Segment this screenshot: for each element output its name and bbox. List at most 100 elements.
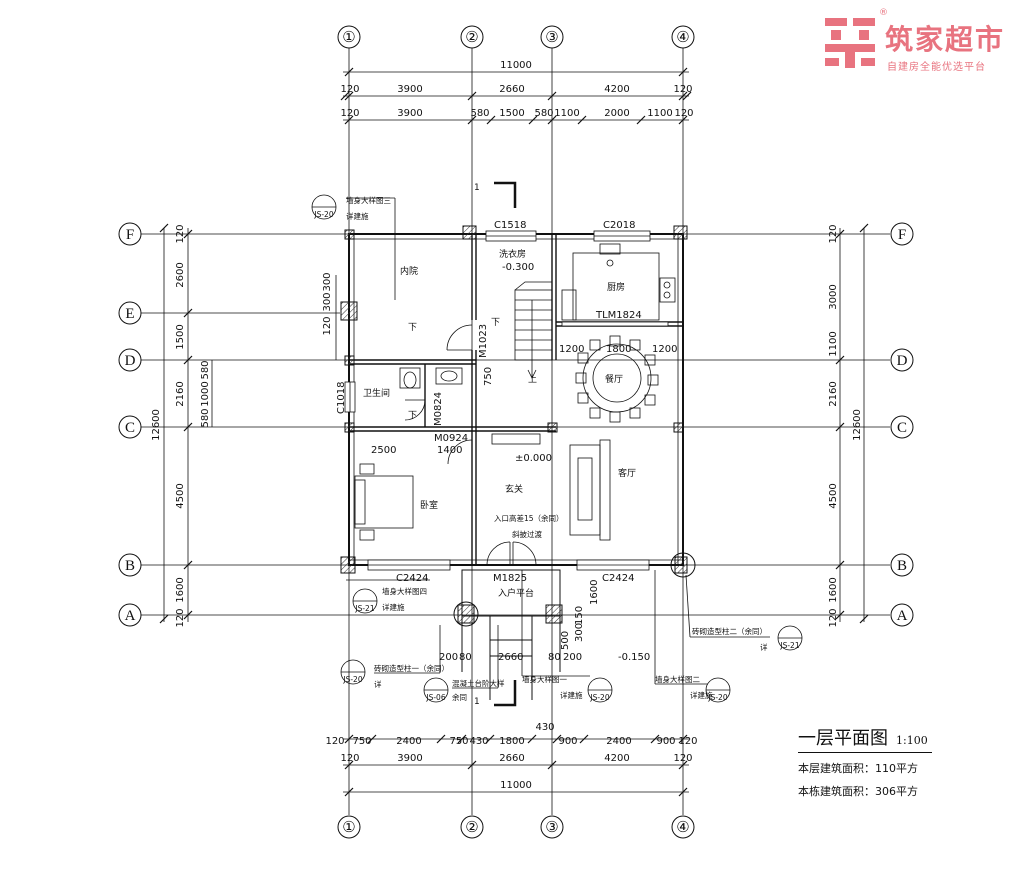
axis-label-D-right: D	[897, 353, 908, 369]
window-c2424-right: C2424	[602, 573, 634, 584]
dim-bot-r2-d: 4200	[604, 753, 629, 764]
window-c2424-left: C2424	[396, 573, 428, 584]
dim-right-b: 3000	[828, 284, 839, 309]
label-down-a: 下	[408, 323, 417, 333]
window-c2018: C2018	[603, 220, 635, 231]
note-wall-detail-2: 墙身大样图二	[655, 674, 700, 684]
dim-dining-b: 1800	[606, 344, 631, 355]
dim-top-r3-b: 3900	[397, 108, 422, 119]
brand-logo: ® 筑家超市 自建房全能优选平台	[823, 8, 1023, 74]
axis-bubble-C-right	[890, 415, 914, 439]
room-entry-platform: 入户平台	[498, 587, 534, 599]
dim-top-r3-e: 580	[534, 108, 553, 119]
room-dining: 餐厅	[605, 373, 623, 385]
dim-right-a: 120	[828, 224, 839, 243]
axis-bubble-3-top	[540, 25, 564, 49]
dim-left-inner-b: 300	[322, 292, 333, 311]
door-m0824: M0824	[433, 392, 444, 426]
brand-mark-icon	[825, 18, 875, 68]
dim-bot-r1-d: 750	[449, 736, 468, 747]
axis-bubble-1-top	[337, 25, 361, 49]
axis-label-3-bottom: ③	[545, 820, 558, 836]
axis-label-A-left: A	[125, 608, 136, 624]
doors	[404, 324, 537, 566]
dim-left-inner-c: 120	[322, 316, 333, 335]
dim-top-overall: 11000	[500, 60, 532, 71]
axis-label-F-right: F	[898, 227, 906, 243]
dim-bot-r1-j: 120	[678, 736, 697, 747]
room-living: 客厅	[618, 467, 636, 479]
level-foyer: ±0.000	[515, 453, 552, 464]
axis-label-2-bottom: ②	[465, 820, 478, 836]
dim-top-r2-c: 2660	[499, 84, 524, 95]
area-total: 本栋建筑面积：306平方	[798, 785, 918, 798]
dim-top-r2-d: 4200	[604, 84, 629, 95]
dim-bot-r2-b: 3900	[397, 753, 422, 764]
dim-left-a: 120	[175, 224, 186, 243]
dining-chairs	[575, 335, 659, 423]
dim-top-r3-f: 1100	[554, 108, 579, 119]
dim-dining-a: 1200	[559, 344, 584, 355]
brand-name: 筑家超市	[885, 23, 1006, 56]
dim-bot-r2-a: 120	[340, 753, 359, 764]
label-down-c: 下	[491, 318, 500, 328]
section-label-top: 1	[474, 183, 480, 193]
area-this-floor: 本层建筑面积：110平方	[798, 762, 918, 775]
dim-top-r3-i: 120	[674, 108, 693, 119]
door-m0924: M0924	[434, 433, 468, 444]
dim-right-c: 1100	[828, 331, 839, 356]
dim-left-inner-e: 1000	[200, 381, 211, 406]
label-down-b: 下	[408, 411, 417, 421]
dim-bot-r1-g: 900	[558, 736, 577, 747]
axis-label-D-left: D	[125, 353, 136, 369]
axis-bubble-A-left	[118, 603, 142, 627]
dim-top-r3-d: 1500	[499, 108, 524, 119]
furniture	[354, 243, 676, 541]
axis-label-C-left: C	[125, 420, 135, 436]
dim-platform-f: 1600	[589, 580, 600, 605]
dim-right-g: 120	[828, 608, 839, 627]
stair	[514, 281, 553, 379]
door-tlm1824: TLM1824	[595, 310, 642, 321]
note-yutong: 余同	[452, 692, 467, 702]
axis-bubble-D-right	[890, 348, 914, 372]
callout-js20-d: JS-20	[707, 693, 727, 702]
dim-platform-i: 500	[560, 631, 571, 650]
dim-bot-r1-b: 750	[352, 736, 371, 747]
dim-bot-r1-e: 430	[469, 736, 488, 747]
dim-bot-r1-f: 1800	[499, 736, 524, 747]
note-see-construction-d: 详建施	[690, 690, 713, 700]
axis-label-1-top: ①	[342, 30, 355, 46]
room-kitchen: 厨房	[607, 281, 625, 293]
note-concrete-col: 混凝土台阶大样	[452, 678, 505, 688]
callout-js06: JS-06	[425, 693, 445, 702]
dim-bot-r2-c: 2660	[499, 753, 524, 764]
axis-bubble-4-top	[671, 25, 695, 49]
axis-bubble-1-bottom	[337, 815, 361, 839]
dim-left-inner-d: 580	[200, 360, 211, 379]
axis-label-A-right: A	[897, 608, 908, 624]
brand-tagline: 自建房全能优选平台	[887, 62, 986, 73]
level-platform: -0.150	[618, 652, 650, 663]
axis-label-F-left: F	[126, 227, 134, 243]
axis-bubble-B-right	[890, 553, 914, 577]
axis-bubble-D-left	[118, 348, 142, 372]
section-label-bottom: 1	[474, 697, 480, 707]
dim-top-r3-a: 120	[340, 108, 359, 119]
axis-bubble-A-right	[890, 603, 914, 627]
label-up: 上	[528, 374, 537, 385]
dim-platform-g: 150	[574, 606, 585, 625]
dim-platform-b: 80	[459, 652, 472, 663]
dim-bedroom-a: 2500	[371, 445, 396, 456]
dim-platform-d: 80	[548, 652, 561, 663]
note-ramp: 斜披过渡	[512, 529, 542, 539]
dim-bot-overall: 11000	[500, 780, 532, 791]
dim-left-b: 2600	[175, 262, 186, 287]
callout-js20-a: JS-20	[313, 210, 333, 219]
axis-bubble-4-bottom	[671, 815, 695, 839]
window-c1018: C1018	[336, 382, 347, 414]
dim-left-c: 1500	[175, 324, 186, 349]
dim-left-f: 1600	[175, 577, 186, 602]
door-m1825: M1825	[493, 573, 527, 584]
